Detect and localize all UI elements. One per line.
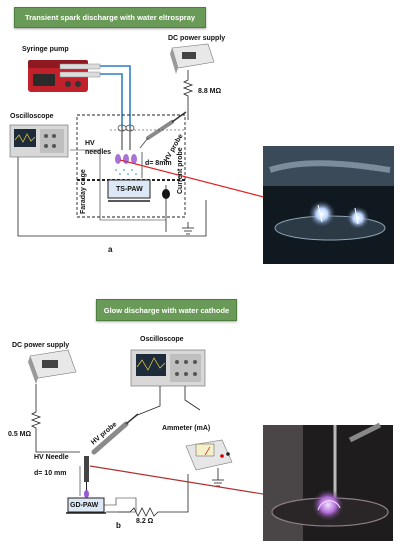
photo-glow-discharge [263, 422, 393, 541]
tube-2 [100, 73, 123, 128]
tube-1 [100, 65, 131, 128]
label-dc-power-supply-b: DC power supply [12, 342, 70, 349]
dc-power-supply-a [170, 43, 215, 74]
label-ammeter: Ammeter (mA) [162, 425, 211, 432]
label-resistor-b: 0.5 MΩ [8, 431, 32, 438]
ground-icon-b [212, 468, 224, 487]
label-hv-needle: HV Needle [34, 454, 69, 461]
label-ts-paw: TS-PAW [116, 186, 143, 193]
oscilloscope-b [130, 349, 206, 387]
label-oscilloscope-b: Oscilloscope [140, 336, 184, 343]
panel-letter-b: b [116, 521, 121, 530]
label-gd-paw: GD-PAW [70, 502, 99, 509]
label-gap-b: d= 10 mm [34, 470, 67, 477]
label-oscilloscope-a: Oscilloscope [10, 113, 54, 120]
resistor-b [30, 384, 42, 440]
label-dc-power-supply-a: DC power supply [168, 35, 226, 42]
dc-power-supply-b [28, 349, 77, 384]
label-current-probe: Current probe [177, 147, 184, 194]
banner-b: Glow discharge with water cathode [96, 299, 237, 321]
label-syringe-pump: Syringe pump [22, 46, 69, 53]
label-faraday-cage: Faraday cage [80, 169, 87, 214]
label-hv-needles: HV needles [85, 140, 112, 156]
label-resistor-a: 8.8 MΩ [198, 88, 222, 95]
container-a [107, 179, 151, 199]
syringe-pump-device [28, 60, 101, 92]
hv-needle-b [84, 456, 89, 498]
resistor-a [182, 70, 194, 120]
spray-droplets [115, 169, 137, 175]
wire-a-scope [70, 149, 166, 221]
label-gap-a: d= 8mm [145, 160, 172, 167]
hv-needles-a [115, 124, 137, 164]
photo-transient-spark [263, 146, 394, 264]
hv-probe-b [91, 413, 139, 455]
panel-letter-a: a [108, 245, 113, 254]
wire-a-loop [17, 157, 207, 237]
resistor-shunt [106, 474, 189, 517]
ammeter-device [185, 439, 233, 471]
label-shunt: 8.2 Ω [136, 518, 154, 525]
ground-icon [182, 222, 194, 235]
oscilloscope-a [9, 124, 69, 158]
banner-a: Transient spark discharge with water elt… [14, 7, 206, 28]
